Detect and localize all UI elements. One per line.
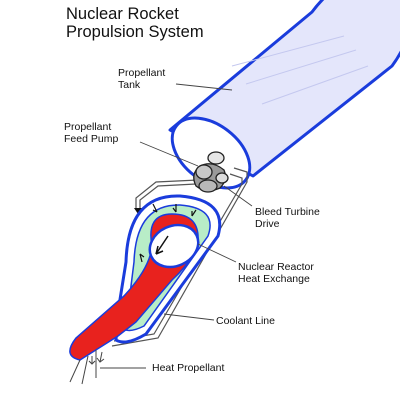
feed-pump bbox=[193, 151, 229, 193]
feed-pump-inlet bbox=[207, 151, 225, 165]
label-feed-pump: Propellant Feed Pump bbox=[64, 121, 118, 145]
diagram-title-line-1: Nuclear Rocket bbox=[66, 5, 179, 23]
bleed-line-outer bbox=[139, 183, 197, 210]
label-reactor: Nuclear Reactor Heat Exchange bbox=[238, 261, 314, 285]
bleed-line bbox=[134, 179, 199, 214]
coolant-arrow-icon bbox=[152, 203, 158, 213]
nuclear-reactor-core bbox=[148, 223, 200, 269]
label-feed-pump-line-1: Propellant bbox=[64, 121, 112, 133]
exhaust-streak bbox=[69, 359, 81, 383]
label-bleed-turbine-line-2: Drive bbox=[255, 218, 280, 230]
exhaust bbox=[69, 350, 105, 385]
bleed-arrow-icon bbox=[134, 208, 142, 214]
label-bleed-turbine: Bleed Turbine Drive bbox=[255, 206, 320, 230]
propellant-tank bbox=[168, 0, 400, 190]
tank-highlight-line bbox=[231, 35, 345, 67]
bleed-line-inner bbox=[135, 179, 199, 210]
leader-line-reactor bbox=[197, 243, 237, 263]
leader-line-feed-pump bbox=[139, 141, 199, 167]
exhaust-arrow-icon bbox=[88, 356, 96, 365]
label-feed-pump-line-2: Feed Pump bbox=[64, 133, 119, 145]
diagram-title-line-2: Propulsion System bbox=[66, 23, 204, 41]
leader-lines bbox=[100, 83, 253, 369]
leader-line-coolant bbox=[163, 313, 215, 321]
leader-line-bleed-turbine bbox=[223, 185, 253, 207]
coolant-arrow-icon bbox=[191, 209, 197, 217]
label-coolant-line: Coolant Line bbox=[216, 315, 275, 327]
label-bleed-turbine-line-1: Bleed Turbine bbox=[255, 206, 320, 218]
coolant-arrow-icon bbox=[172, 204, 177, 213]
tank-highlight-line bbox=[245, 49, 357, 85]
bleed-turbine-rotor bbox=[198, 179, 218, 193]
label-propellant-tank-line-1: Propellant bbox=[118, 67, 166, 79]
exhaust-arrow-icon bbox=[96, 351, 105, 363]
exhaust-streak bbox=[81, 355, 89, 385]
tank-highlight-line bbox=[261, 65, 369, 105]
label-propellant-tank-line-2: Tank bbox=[118, 79, 141, 91]
label-propellant-tank: Propellant Tank bbox=[118, 67, 165, 91]
feed-pump-rotor bbox=[195, 164, 213, 180]
coolant-arrow-icon bbox=[139, 253, 145, 263]
label-reactor-line-2: Heat Exchange bbox=[238, 273, 310, 285]
label-reactor-line-1: Nuclear Reactor bbox=[238, 261, 314, 273]
pump-shaft-end bbox=[215, 172, 229, 184]
engine bbox=[69, 194, 222, 361]
label-heat-propellant: Heat Propellant bbox=[152, 362, 225, 374]
coolant-line-outer bbox=[111, 167, 248, 347]
leader-line-tank bbox=[175, 83, 233, 91]
reactor-arrow-icon bbox=[155, 235, 169, 255]
